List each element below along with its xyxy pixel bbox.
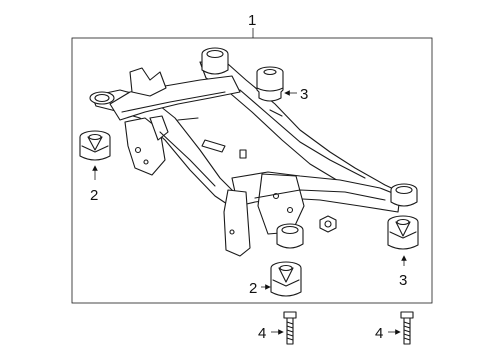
bushing-upper-top[interactable]	[256, 66, 284, 102]
bushing-lower-bottom[interactable]	[270, 261, 302, 297]
callout-2-bottom-label: 2	[249, 280, 257, 297]
callout-4-right-label: 4	[375, 325, 383, 342]
bushing-upper-right[interactable]	[387, 215, 419, 250]
callout-4-left[interactable]: 4	[258, 325, 284, 342]
subframe[interactable]	[89, 47, 418, 257]
callout-1[interactable]: 1	[248, 12, 256, 38]
nut-icon[interactable]	[319, 215, 337, 233]
callout-2-left[interactable]: 2	[90, 165, 98, 204]
callout-3-right[interactable]: 3	[399, 255, 407, 289]
bushing-lower-left[interactable]	[79, 130, 111, 161]
bolt-right[interactable]	[400, 311, 414, 345]
diagram-frame	[71, 37, 433, 304]
callout-4-right[interactable]: 4	[375, 325, 401, 342]
callout-2-left-label: 2	[90, 187, 98, 204]
callout-4-left-label: 4	[258, 325, 266, 342]
callout-3-top-label: 3	[300, 86, 308, 103]
callout-2-bottom[interactable]: 2	[249, 280, 271, 297]
callout-3-top[interactable]: 3	[284, 86, 308, 103]
callout-1-label: 1	[248, 12, 256, 29]
callout-3-right-label: 3	[399, 272, 407, 289]
bolt-left[interactable]	[283, 311, 297, 345]
